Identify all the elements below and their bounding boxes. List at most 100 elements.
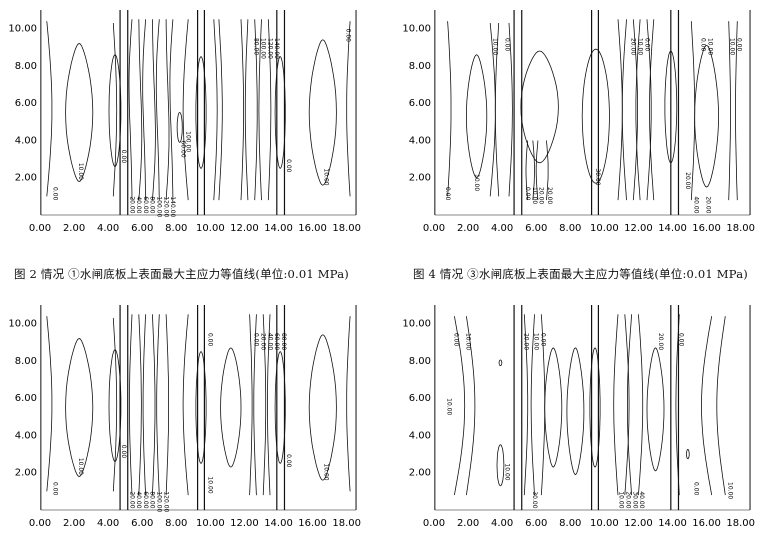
y-tick-label: 10.00 <box>402 319 431 330</box>
contour-label: 0.00 <box>52 187 59 201</box>
contour-label: 30.00 <box>594 168 601 185</box>
x-tick-label: 16.00 <box>298 223 327 234</box>
contour-loop <box>108 54 122 167</box>
contour-label: 0.00 <box>452 333 459 347</box>
y-tick-label: 2.00 <box>15 468 37 479</box>
x-tick-label: 0.00 <box>423 223 445 234</box>
contour-line <box>165 314 169 496</box>
contour-loop <box>65 338 94 477</box>
contour-label: 40.00 <box>693 196 700 213</box>
contour-label: 10.00 <box>618 491 625 508</box>
contour-line <box>532 140 535 201</box>
contour-line <box>624 314 630 496</box>
x-tick-label: 2.00 <box>63 223 85 234</box>
contour-label: 0.00 <box>120 150 127 164</box>
contour-line <box>649 19 655 201</box>
figure-caption: 图 2 情况 ①水闸底板上表面最大主应力等值线(单位:0.01 MPa) <box>14 267 349 281</box>
x-tick-label: 4.00 <box>491 223 513 234</box>
contour-line <box>46 21 53 197</box>
x-tick-label: 10.00 <box>590 518 619 529</box>
x-tick-label: 12.00 <box>624 223 653 234</box>
contour-line <box>244 19 249 201</box>
contour-line <box>253 314 257 496</box>
contour-label: 10.00 <box>207 476 214 493</box>
x-tick-label: 14.00 <box>264 518 293 529</box>
x-tick-label: 12.00 <box>624 518 653 529</box>
contour-label: 20.00 <box>625 491 632 508</box>
contour-label: 0.00 <box>120 445 127 459</box>
contour-loop <box>108 349 122 462</box>
x-tick-label: 10.00 <box>196 518 225 529</box>
contour-loop <box>686 448 690 460</box>
contour-label: 10.00 <box>531 187 538 204</box>
contour-line <box>525 140 529 201</box>
x-tick-label: 16.00 <box>692 518 721 529</box>
contour-label: 10.00 <box>504 463 511 480</box>
contour-line <box>508 22 513 197</box>
contour-line <box>632 19 639 201</box>
contour-label: 20.00 <box>522 333 529 350</box>
contour-label: 0.00 <box>345 29 352 43</box>
contour-label: 10.00 <box>323 168 330 185</box>
x-tick-label: 6.00 <box>525 223 547 234</box>
contour-line <box>530 314 535 496</box>
contour-label: 10.00 <box>446 398 453 415</box>
contour-line <box>142 314 146 496</box>
x-tick-label: 16.00 <box>298 518 327 529</box>
contour-line <box>46 316 53 492</box>
y-tick-label: 8.00 <box>409 356 431 367</box>
contour-label: 100.00 <box>156 196 163 217</box>
contour-label: 40.00 <box>266 333 273 350</box>
x-tick-label: 18.00 <box>332 518 361 529</box>
contour-label: 0.00 <box>735 38 742 52</box>
contour-loop <box>566 347 585 476</box>
contour-loop <box>308 39 337 186</box>
contour-loop <box>220 347 242 468</box>
contour-line <box>156 314 160 496</box>
y-tick-label: 4.00 <box>15 430 37 441</box>
contour-label: 0.00 <box>677 333 684 347</box>
contour-line <box>138 314 142 496</box>
contour-line <box>112 22 118 197</box>
contour-label: 120.00 <box>162 196 169 217</box>
x-tick-label: 2.00 <box>457 223 479 234</box>
contour-line <box>535 140 539 201</box>
contour-label: 100.00 <box>156 491 163 512</box>
contour-line <box>249 314 253 496</box>
contour-label: 20.00 <box>630 38 637 55</box>
x-tick-label: 4.00 <box>491 518 513 529</box>
contour-label: 40.00 <box>135 196 142 213</box>
contour-line <box>447 21 452 197</box>
contour-loop <box>274 56 286 169</box>
y-tick-label: 4.00 <box>409 430 431 441</box>
contour-label: 20.00 <box>705 196 712 213</box>
contour-label: 10.00 <box>706 38 713 55</box>
y-tick-label: 6.00 <box>15 393 37 404</box>
contour-label: 0.00 <box>285 159 292 173</box>
x-tick-label: 6.00 <box>131 223 153 234</box>
y-tick-label: 8.00 <box>15 61 37 72</box>
contour-line <box>266 314 271 496</box>
contour-label: 0.00 <box>643 38 650 52</box>
contour-line <box>735 21 738 201</box>
x-tick-label: 16.00 <box>692 223 721 234</box>
x-tick-label: 10.00 <box>196 223 225 234</box>
contour-loop <box>589 347 601 468</box>
contour-label: 100.00 <box>259 38 266 59</box>
x-tick-label: 0.00 <box>423 518 445 529</box>
contour-line <box>690 21 696 201</box>
x-tick-label: 14.00 <box>658 518 687 529</box>
contour-label: 10.00 <box>727 482 734 499</box>
contour-label: 10.00 <box>464 333 471 350</box>
contour-line <box>646 19 652 201</box>
contour-label: 10.00 <box>77 163 84 180</box>
contour-line <box>627 314 632 496</box>
contour-label: 0.00 <box>504 38 511 52</box>
contour-line <box>675 314 680 496</box>
x-tick-label: 2.00 <box>63 518 85 529</box>
x-tick-label: 0.00 <box>29 518 51 529</box>
contour-line <box>152 19 156 201</box>
